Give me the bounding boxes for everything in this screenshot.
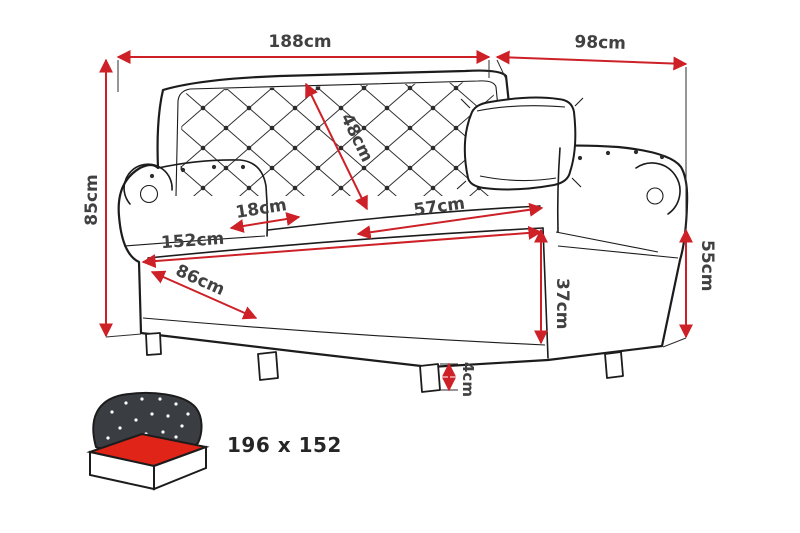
dimension-line-backrest-height xyxy=(305,82,368,211)
bed-icon-star-dots xyxy=(106,397,190,440)
dimension-line-armrest-front xyxy=(150,270,258,320)
label-overall-depth: 98cm xyxy=(574,32,626,54)
label-seat-height: 37cm xyxy=(552,278,572,329)
label-overall-width: 188cm xyxy=(268,32,331,52)
dimension-lines xyxy=(99,50,693,392)
label-overall-height: 85cm xyxy=(82,174,102,225)
right-armrest xyxy=(556,147,681,259)
label-armrest-height: 55cm xyxy=(697,240,717,291)
dimension-line-overall-depth xyxy=(495,50,688,71)
sofa-bed-icon: 196 x 152 xyxy=(86,391,342,491)
pillow xyxy=(456,96,584,191)
bed-icon-base-side xyxy=(153,445,207,491)
label-leg-height: 4cm xyxy=(459,362,477,397)
dimension-line-seat-width xyxy=(141,225,543,269)
dimension-labels: 188cm 98cm 85cm 48cm 18cm 57cm 152cm 86c… xyxy=(82,32,717,397)
sofa-feet xyxy=(145,332,624,393)
label-seat-width: 152cm xyxy=(160,229,225,253)
backrest-tufting xyxy=(180,81,502,196)
sleeping-area-label: 196 x 152 xyxy=(227,433,342,457)
